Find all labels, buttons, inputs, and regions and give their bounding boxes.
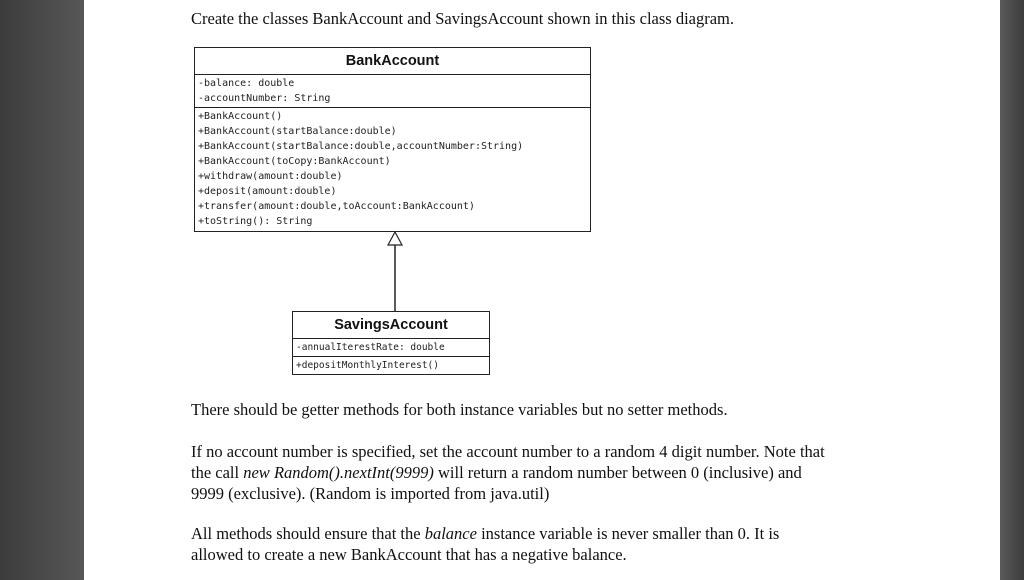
method-deposit-monthly-interest: +depositMonthlyInterest()	[296, 360, 439, 371]
balance-line-1-suffix: instance variable is never smaller than …	[476, 524, 780, 543]
left-frame	[0, 0, 84, 580]
method-constructor-balance-number: +BankAccount(startBalance:double,account…	[198, 141, 524, 152]
attribute-annual-interest-rate: -annualIterestRate: double	[296, 342, 445, 353]
account-number-line-2: the call new Random().nextInt(9999) will…	[191, 462, 911, 483]
balance-paragraph: All methods should ensure that the balan…	[191, 523, 911, 565]
method-constructor-start-balance: +BankAccount(startBalance:double)	[198, 126, 397, 137]
bank-account-class-box: BankAccount -balance: double -accountNum…	[194, 47, 591, 232]
balance-line-1-prefix: All methods should ensure that the	[191, 524, 425, 543]
line-2-suffix: will return a random number between 0 (i…	[433, 463, 802, 482]
savings-account-attributes: -annualIterestRate: double	[293, 339, 489, 357]
method-transfer: +transfer(amount:double,toAccount:BankAc…	[198, 201, 475, 212]
inheritance-arrow	[386, 230, 404, 313]
attribute-balance: -balance: double	[198, 78, 295, 89]
method-constructor-copy: +BankAccount(toCopy:BankAccount)	[198, 156, 391, 167]
method-constructor-default: +BankAccount()	[198, 111, 283, 122]
method-to-string: +toString(): String	[198, 216, 313, 227]
bank-account-class-name: BankAccount	[195, 48, 590, 75]
line-2-prefix: the call	[191, 463, 244, 482]
right-frame	[1000, 0, 1024, 580]
document-page: Create the classes BankAccount and Savin…	[84, 0, 1000, 580]
savings-account-class-box: SavingsAccount -annualIterestRate: doubl…	[292, 311, 490, 375]
account-number-line-1: If no account number is specified, set t…	[191, 442, 825, 461]
attribute-account-number: -accountNumber: String	[198, 93, 331, 104]
inheritance-triangle-head	[386, 230, 404, 246]
balance-line-2: allowed to create a new BankAccount that…	[191, 545, 627, 564]
method-deposit: +deposit(amount:double)	[198, 186, 337, 197]
account-number-paragraph: If no account number is specified, set t…	[191, 441, 911, 504]
savings-account-class-name: SavingsAccount	[293, 312, 489, 339]
method-withdraw: +withdraw(amount:double)	[198, 171, 343, 182]
intro-text: Create the classes BankAccount and Savin…	[191, 9, 735, 28]
balance-emphasis: balance	[424, 524, 477, 543]
getters-paragraph: There should be getter methods for both …	[191, 400, 728, 419]
bank-account-attributes: -balance: double -accountNumber: String	[195, 75, 590, 108]
account-number-line-3: 9999 (exclusive). (Random is imported fr…	[191, 484, 550, 503]
savings-account-methods: +depositMonthlyInterest()	[293, 357, 489, 374]
random-call-code: new Random().nextInt(9999)	[243, 463, 434, 482]
balance-line-1: All methods should ensure that the balan…	[191, 523, 911, 544]
bank-account-methods: +BankAccount() +BankAccount(startBalance…	[195, 108, 590, 230]
